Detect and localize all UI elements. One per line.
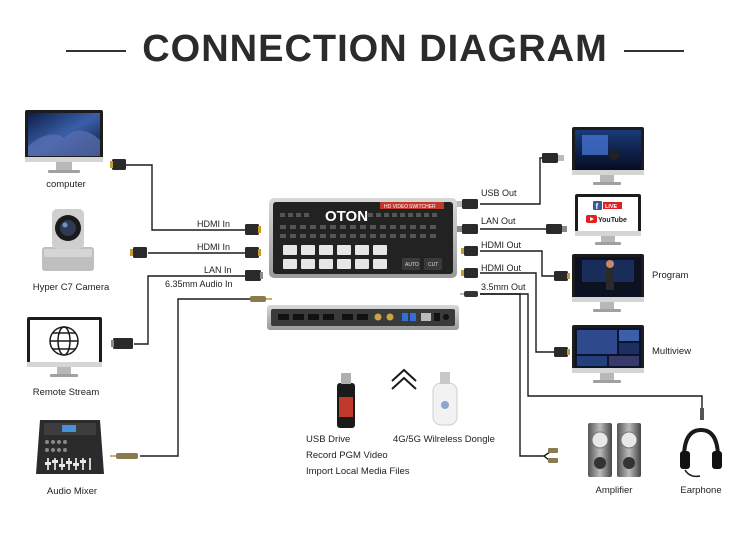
switcher-cut-button: CUT (428, 262, 438, 268)
headphones-icon (680, 427, 722, 478)
jack-plug-icon (464, 291, 478, 297)
usb-out-monitor (572, 127, 644, 185)
lan-plug-icon (462, 224, 478, 234)
lan-plug-icon (245, 270, 261, 281)
audio-mixer (36, 420, 104, 474)
hdmi-plug-icon (554, 347, 568, 357)
lan-plug-icon (113, 338, 133, 349)
dongle-label: 4G/5G Wilreless Dongle (393, 434, 495, 445)
port-lan-in: LAN In (204, 265, 232, 275)
usb-drive-line1: Record PGM Video (306, 450, 388, 461)
lan-plug-icon (546, 224, 562, 234)
hdmi-plug-icon (245, 247, 259, 258)
switcher-auto-button: AUTO (405, 262, 419, 268)
rca-plug-icon (548, 458, 558, 463)
program-monitor (572, 254, 644, 312)
computer-label: computer (46, 179, 86, 190)
remote-stream-label: Remote Stream (32, 387, 100, 398)
title-rule-left (66, 50, 126, 52)
switcher-rear-panel (267, 305, 459, 330)
audio-mixer-label: Audio Mixer (46, 486, 98, 497)
title-bar: CONNECTION DIAGRAM (0, 28, 750, 74)
facebook-live-icon: f LIVE (593, 201, 622, 211)
diagram-title: CONNECTION DIAGRAM (142, 28, 608, 70)
earphone-jack-icon (700, 408, 704, 420)
port-lan-out: LAN Out (481, 216, 516, 226)
camera-label: Hyper C7 Camera (32, 282, 110, 293)
cable-35mm-amplifier (480, 293, 544, 457)
cable-computer-hdmi (124, 164, 247, 231)
globe-icon (49, 326, 79, 356)
youtube-icon: YouTube (586, 215, 627, 224)
port-hdmi-in-1: HDMI In (197, 219, 231, 229)
port-usb-out: USB Out (481, 188, 517, 198)
switcher-brand: OTON (325, 208, 368, 225)
video-switcher: OTON HD VIDEO SWITCHER AUTO CUT (269, 198, 457, 278)
youtube-label: YouTube (598, 217, 627, 224)
wireless-dongle-icon (432, 372, 458, 426)
port-hdmi-in-2: HDMI In (197, 242, 231, 252)
remote-stream-monitor (27, 317, 102, 377)
program-label: Program (652, 270, 689, 281)
cable-hdmi-out-program (480, 250, 558, 277)
amplifier-label: Amplifier (595, 485, 633, 496)
cable-hdmi-out-multiview (480, 272, 556, 353)
hdmi-plug-icon (464, 246, 478, 256)
port-35mm-out: 3.5mm Out (481, 282, 526, 292)
port-audio-in: 6.35mm Audio In (165, 279, 233, 289)
usb-plug-icon (462, 199, 478, 209)
facebook-live-label: LIVE (605, 204, 618, 210)
usb-plug-icon (542, 153, 558, 163)
switcher-model-name: SWITCHER (409, 204, 436, 210)
svg-text:f: f (596, 202, 599, 211)
ptz-camera (42, 209, 94, 271)
cable-mixer-audio (140, 298, 252, 457)
title-rule-right (624, 50, 684, 52)
cable-remote-lan (134, 275, 247, 345)
rca-plug-icon (548, 448, 558, 453)
chevron-up-icon (391, 368, 417, 390)
computer-monitor (25, 110, 103, 173)
lan-out-monitor: f LIVE YouTube (575, 194, 641, 245)
hdmi-plug-icon (554, 271, 568, 281)
usb-drive-line2: Import Local Media Files (306, 466, 410, 477)
earphone-label: Earphone (680, 485, 722, 496)
jack-plug-icon (116, 453, 138, 459)
hdmi-plug-icon (133, 247, 147, 258)
port-hdmi-out-2: HDMI Out (481, 263, 522, 273)
switcher-model-tag: HD VIDEO (384, 204, 408, 210)
hdmi-plug-icon (245, 224, 259, 235)
amplifier-speakers (588, 423, 641, 477)
hdmi-plug-icon (464, 268, 478, 278)
connector-plugs (110, 153, 570, 463)
cables (124, 157, 703, 462)
hdmi-plug-icon (112, 159, 126, 170)
multiview-monitor (572, 325, 644, 383)
usb-drive-icon (337, 373, 355, 428)
usb-drive-title: USB Drive (306, 434, 351, 445)
jack-plug-icon (250, 296, 266, 302)
multiview-label: Multiview (652, 346, 692, 357)
port-hdmi-out-1: HDMI Out (481, 240, 522, 250)
